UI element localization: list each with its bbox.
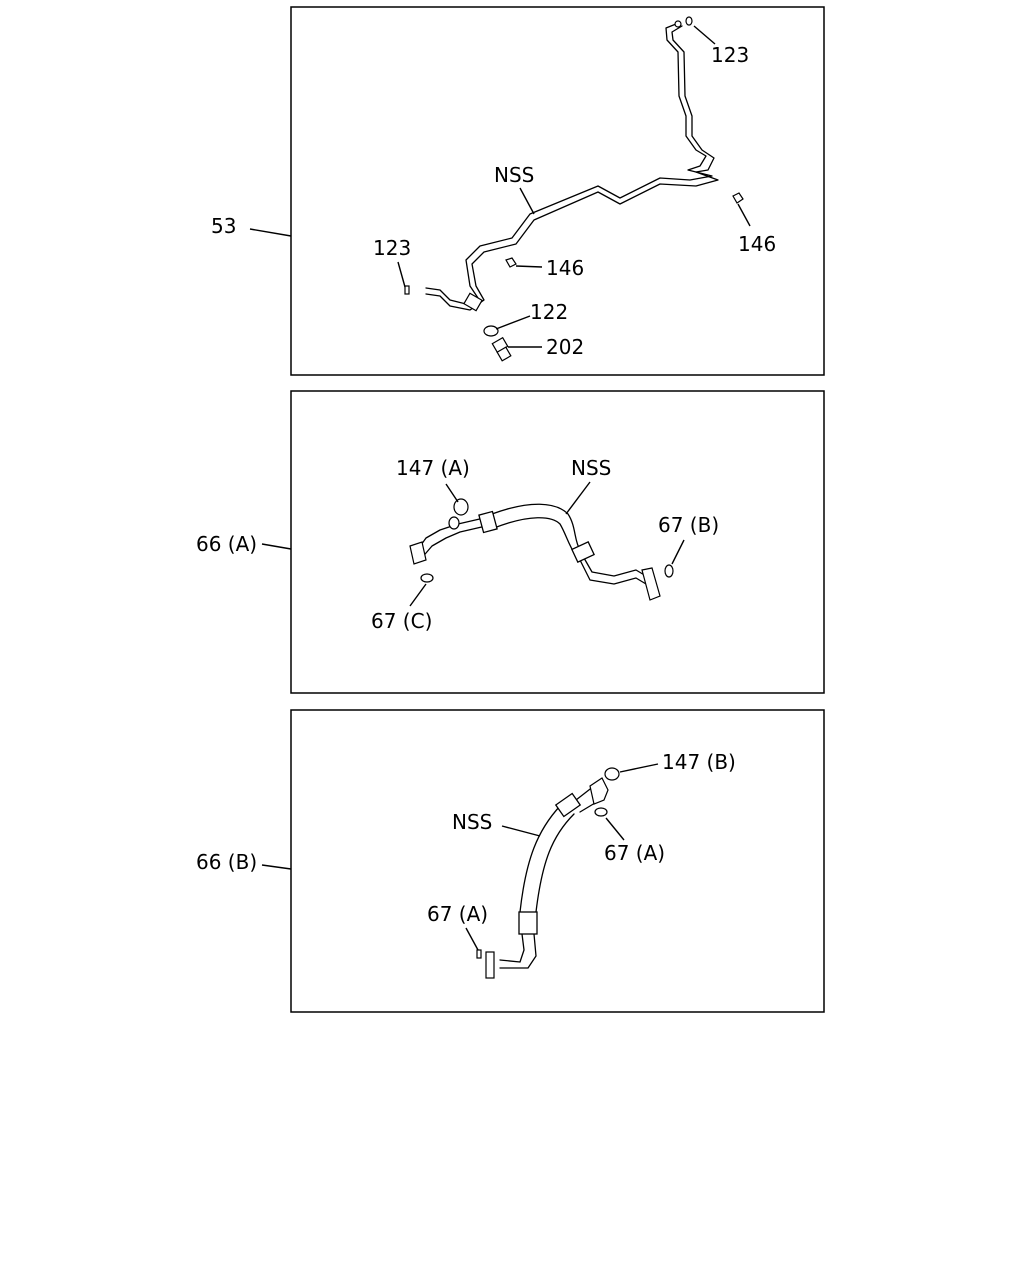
o-ring-122 <box>483 325 499 337</box>
callout-67a-upper: 67 (A) <box>604 841 665 865</box>
o-ring-67a-upper <box>594 807 608 817</box>
o-ring-67a-lower <box>476 949 482 959</box>
hose-66a <box>409 503 661 601</box>
callout-nss-66a: NSS <box>571 456 611 480</box>
leader-122 <box>495 315 531 330</box>
o-ring-123-left <box>404 285 410 295</box>
leader-nss-66b <box>501 825 541 837</box>
hose-sleeve-top <box>554 792 582 818</box>
pipe-53 <box>425 20 719 312</box>
callout-nss-53: NSS <box>494 163 534 187</box>
panel-66a: 66 (A) 147 (A) NSS 67 (B) <box>196 390 825 694</box>
service-port-66a <box>448 516 460 530</box>
callout-67a-lower: 67 (A) <box>427 902 488 926</box>
leader-nss-66a <box>565 481 591 515</box>
ref-label-66a: 66 (A) <box>196 532 257 556</box>
callout-67c: 67 (C) <box>371 609 432 633</box>
callout-146-center: 146 <box>546 256 584 280</box>
callout-123-left: 123 <box>373 236 411 260</box>
ref-leader-66b <box>261 864 292 870</box>
panel-66b: 66 (B) 147 (B) NSS 67 (A) 67 ( <box>196 709 825 1013</box>
leader-nss-53 <box>519 187 535 215</box>
clip-146-right <box>732 192 744 204</box>
hose-sleeve-bottom <box>518 911 538 935</box>
fitting-top-66b <box>589 777 609 805</box>
callout-123-top: 123 <box>711 43 749 67</box>
fitting-left-66a <box>409 541 427 565</box>
pipe-end-fitting <box>674 20 682 28</box>
leader-146-right <box>737 203 751 227</box>
callout-146-right: 146 <box>738 232 776 256</box>
hose-sleeve-right <box>571 540 595 564</box>
leader-123-top <box>693 25 716 45</box>
callout-147b: 147 (B) <box>662 750 736 774</box>
panel-frame-53 <box>290 6 825 376</box>
callout-122: 122 <box>530 300 568 324</box>
o-ring-123-top <box>685 16 693 26</box>
ref-label-53: 53 <box>211 214 236 238</box>
leader-147b <box>619 763 659 773</box>
leader-146-center <box>515 265 543 268</box>
ref-leader-53 <box>249 228 292 237</box>
ref-label-66b: 66 (B) <box>196 850 257 874</box>
leader-67a-lower <box>465 927 479 951</box>
callout-147a: 147 (A) <box>396 456 470 480</box>
block-fitting <box>463 292 483 312</box>
clip-146-center <box>505 257 517 268</box>
cap-147b <box>604 767 620 781</box>
leader-67c <box>409 583 427 607</box>
cap-147a <box>453 498 469 516</box>
panel-frame-66a <box>290 390 825 694</box>
hose-sleeve-left <box>478 510 498 534</box>
callout-67b: 67 (B) <box>658 513 719 537</box>
leader-67a-upper <box>605 817 625 841</box>
switch-202 <box>491 336 512 362</box>
fitting-right-66a <box>641 567 661 601</box>
ref-leader-66a <box>261 543 292 550</box>
panel-53: 53 123 123 NSS 146 146 122 <box>211 6 825 376</box>
leader-123-left <box>397 261 406 288</box>
fitting-bottom-66b <box>485 951 495 979</box>
o-ring-67b <box>664 564 674 578</box>
leader-67b <box>671 539 685 565</box>
panel-frame-66b <box>290 709 825 1013</box>
hose-66b <box>485 777 609 979</box>
leader-147a <box>445 483 459 503</box>
callout-202: 202 <box>546 335 584 359</box>
o-ring-67c <box>420 573 434 583</box>
callout-nss-66b: NSS <box>452 810 492 834</box>
